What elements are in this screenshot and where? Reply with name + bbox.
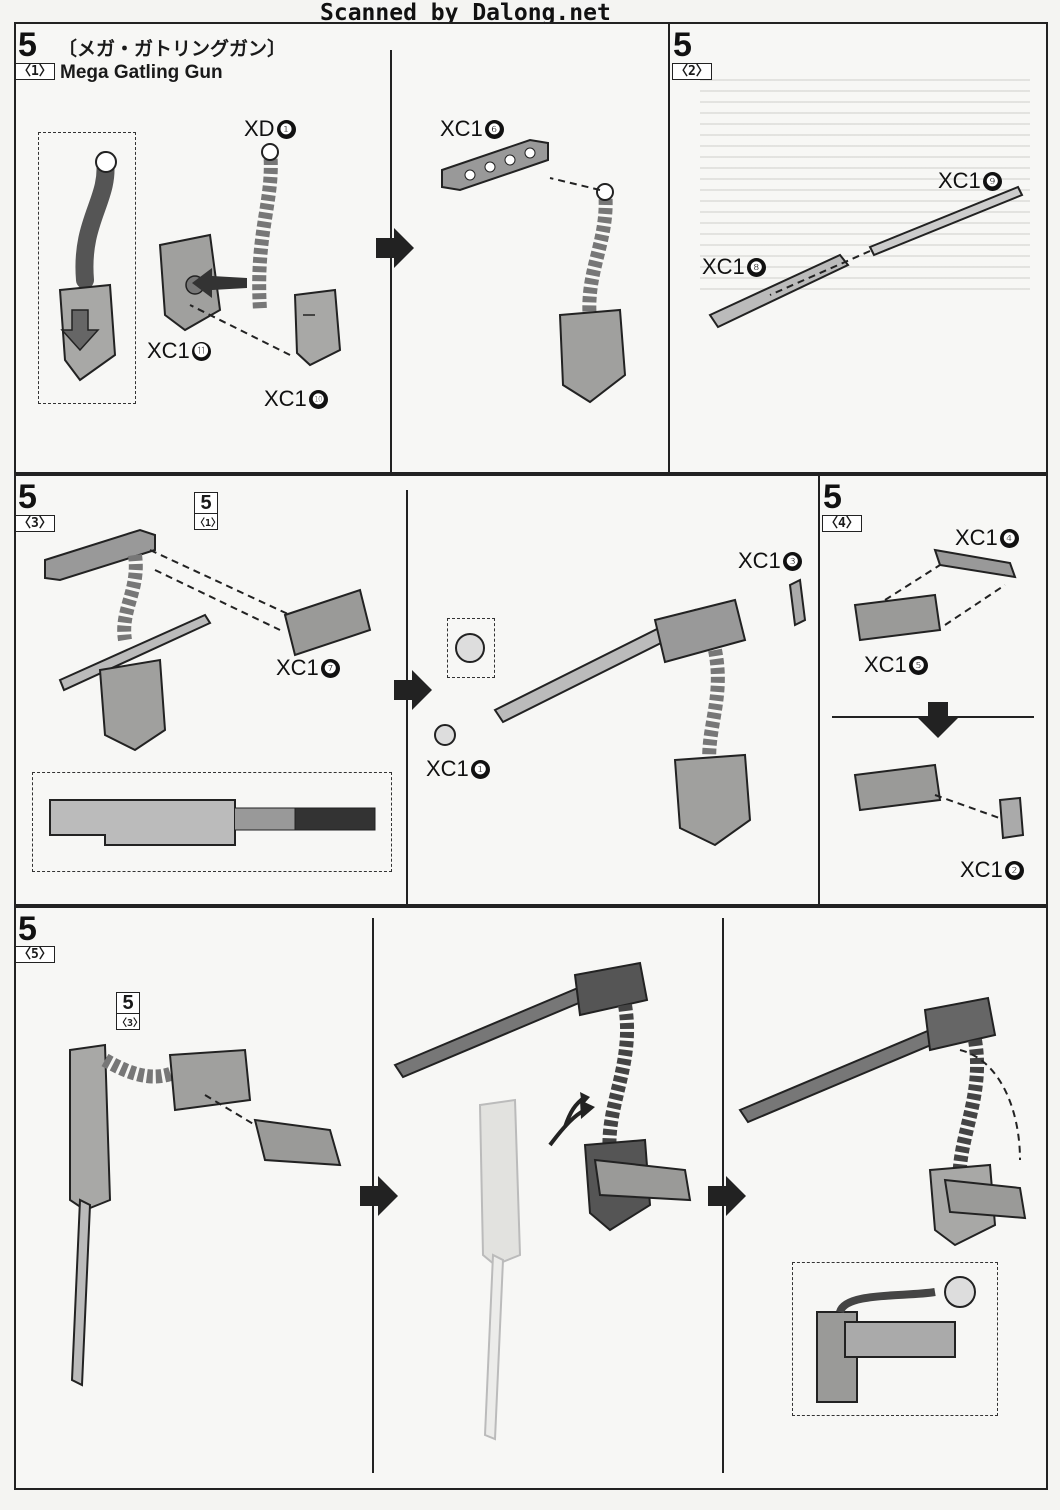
barrel-rods-illustration [708, 185, 1024, 329]
part-number: ❺ [908, 656, 928, 675]
part-number: ❸ [782, 552, 802, 571]
scan-credit: Scanned by Dalong.net [320, 0, 611, 26]
part-code: XC1 [955, 525, 998, 550]
part-code: XC1 [938, 168, 981, 193]
gun-fold-illustration [393, 961, 692, 1441]
assembly-dashed-line [549, 177, 601, 191]
next-arrow-icon [360, 1176, 398, 1216]
part-number: ❷ [1004, 861, 1024, 880]
step-title-en: Mega Gatling Gun [60, 62, 223, 83]
next-arrow-icon [376, 228, 414, 268]
ammo-drum-illustration [853, 763, 1025, 840]
detail-box [32, 772, 392, 872]
reference-substep: 〈3〉 [116, 1014, 143, 1030]
next-arrow-icon [708, 1176, 746, 1216]
reference-step-badge: 5 〈3〉 [116, 992, 143, 1030]
part-code: XC1 [264, 386, 307, 411]
part-code: XC1 [738, 548, 781, 573]
substep-label: 〈1〉 [15, 63, 55, 80]
part-code: XC1 [147, 338, 190, 363]
part-code: XC1 [440, 116, 483, 141]
gun-with-base-illustration [69, 1043, 342, 1387]
part-code: XC1 [276, 655, 319, 680]
ammo-drum-rail-illustration [853, 548, 1017, 642]
reference-substep: 〈1〉 [194, 514, 221, 530]
part-number: ❽ [746, 258, 766, 277]
substep-label: 〈2〉 [672, 63, 712, 80]
rail-and-rod-illustration [44, 528, 372, 752]
panel-divider [390, 50, 392, 474]
step-number: 5 [18, 478, 37, 516]
cover-plate-illustration [293, 288, 342, 367]
step-number: 5 [18, 910, 37, 948]
detail-box [792, 1262, 998, 1416]
ammo-feed-detail-illustration [816, 1276, 976, 1403]
part-number: ⓫ [191, 342, 211, 361]
part-number: ❹ [999, 529, 1019, 548]
part-code: XC1 [960, 857, 1003, 882]
reference-step-badge: 5 〈1〉 [194, 492, 221, 530]
down-arrow-icon [918, 702, 958, 738]
part-number: ❼ [320, 659, 340, 678]
step-number: 5 [673, 26, 692, 64]
insert-arrow-icon [192, 268, 247, 298]
panel-step5-5 [14, 906, 1048, 1490]
substep-label: 〈3〉 [15, 515, 55, 532]
gatling-gun-assembly-illustration [434, 578, 807, 847]
gun-final-illustration [738, 996, 1027, 1247]
next-arrow-icon [394, 670, 432, 710]
detail-box [447, 618, 495, 678]
part-number: ❶ [276, 120, 296, 139]
detail-box [38, 132, 136, 404]
panel-row1-left [14, 22, 670, 474]
cable-with-plate-illustration [58, 151, 117, 382]
step-number: 5 [823, 478, 842, 516]
rotate-arrow-icon [563, 1092, 590, 1128]
part-code: XC1 [702, 254, 745, 279]
cable-part-illustration [252, 143, 279, 311]
connector-rail-illustration [441, 138, 549, 192]
reference-step-number: 5 [194, 492, 218, 514]
substep-label: 〈5〉 [15, 946, 55, 963]
part-code: XC1 [864, 652, 907, 677]
part-number: ❶ [470, 760, 490, 779]
substep-label: 〈4〉 [822, 515, 862, 532]
cable-assembly-illustration [558, 183, 627, 404]
part-number: ❻ [484, 120, 504, 139]
part-number: ❿ [308, 390, 328, 409]
step-number: 5 [18, 26, 37, 64]
step-title-jp: 〔メガ・ガトリングガン〕 [58, 38, 287, 60]
part-code: XC1 [426, 756, 469, 781]
barrel-detail-illustration [49, 799, 376, 846]
part-code: XD [244, 116, 275, 141]
reference-step-number: 5 [116, 992, 140, 1014]
assembly-dashed-line [189, 304, 291, 356]
part-number: ❾ [982, 172, 1002, 191]
